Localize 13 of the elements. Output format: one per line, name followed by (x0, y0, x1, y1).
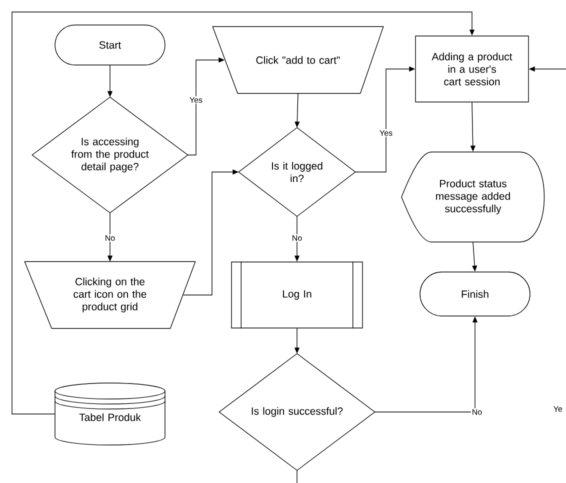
process-box: Adding a product in a user's cart session (415, 36, 529, 102)
node-label: Tabel Produk (79, 413, 141, 422)
edge-label: No (290, 234, 304, 242)
terminal-box: Start (54, 24, 166, 66)
edge-label: Yes (378, 129, 394, 137)
predefined-process-box: Log In (231, 261, 363, 329)
arrow (12, 12, 475, 414)
edge-label: Yes (188, 96, 204, 104)
edge-label: No (470, 408, 484, 416)
label-text: Ye (554, 406, 562, 412)
edge-label: No (104, 234, 116, 242)
terminal-box: Finish (420, 272, 530, 316)
database-cylinder: Tabel Produk (54, 382, 166, 446)
